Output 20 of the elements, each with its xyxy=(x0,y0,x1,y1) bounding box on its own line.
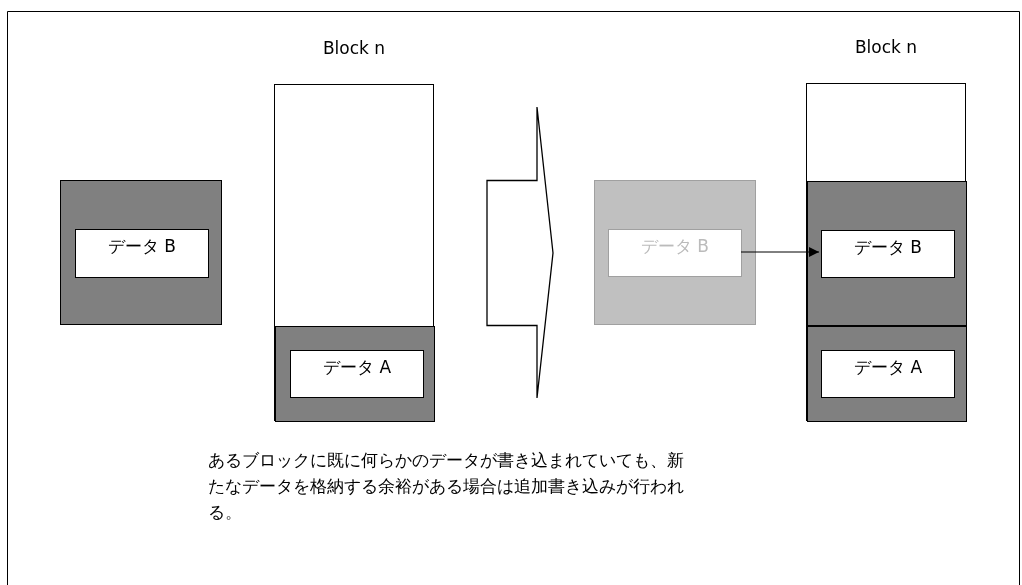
filled-area xyxy=(807,181,967,326)
data-label: データ A xyxy=(854,356,922,379)
filled-area xyxy=(60,180,222,325)
data-box xyxy=(821,230,955,278)
data-label: データ B xyxy=(853,236,923,259)
block-heading: Block n xyxy=(854,37,918,57)
filled-area xyxy=(275,326,435,422)
data-label: データ B xyxy=(640,235,710,258)
data-box xyxy=(821,350,955,398)
data-box xyxy=(290,350,424,398)
transition-arrow xyxy=(486,106,554,399)
data-box xyxy=(75,229,209,278)
filled-area xyxy=(807,326,967,422)
faded-area xyxy=(594,180,756,325)
block-heading: Block n xyxy=(322,38,386,58)
data-label: データ A xyxy=(323,356,391,379)
faded-data-box xyxy=(608,229,742,277)
note-text: あるブロックに既に何らかのデータが書き込まれていても、新たなデータを格納する余裕がある場合は追加書き込みが行われる。 xyxy=(208,450,685,524)
arrow xyxy=(740,247,820,257)
data-label: データ B xyxy=(107,235,177,258)
